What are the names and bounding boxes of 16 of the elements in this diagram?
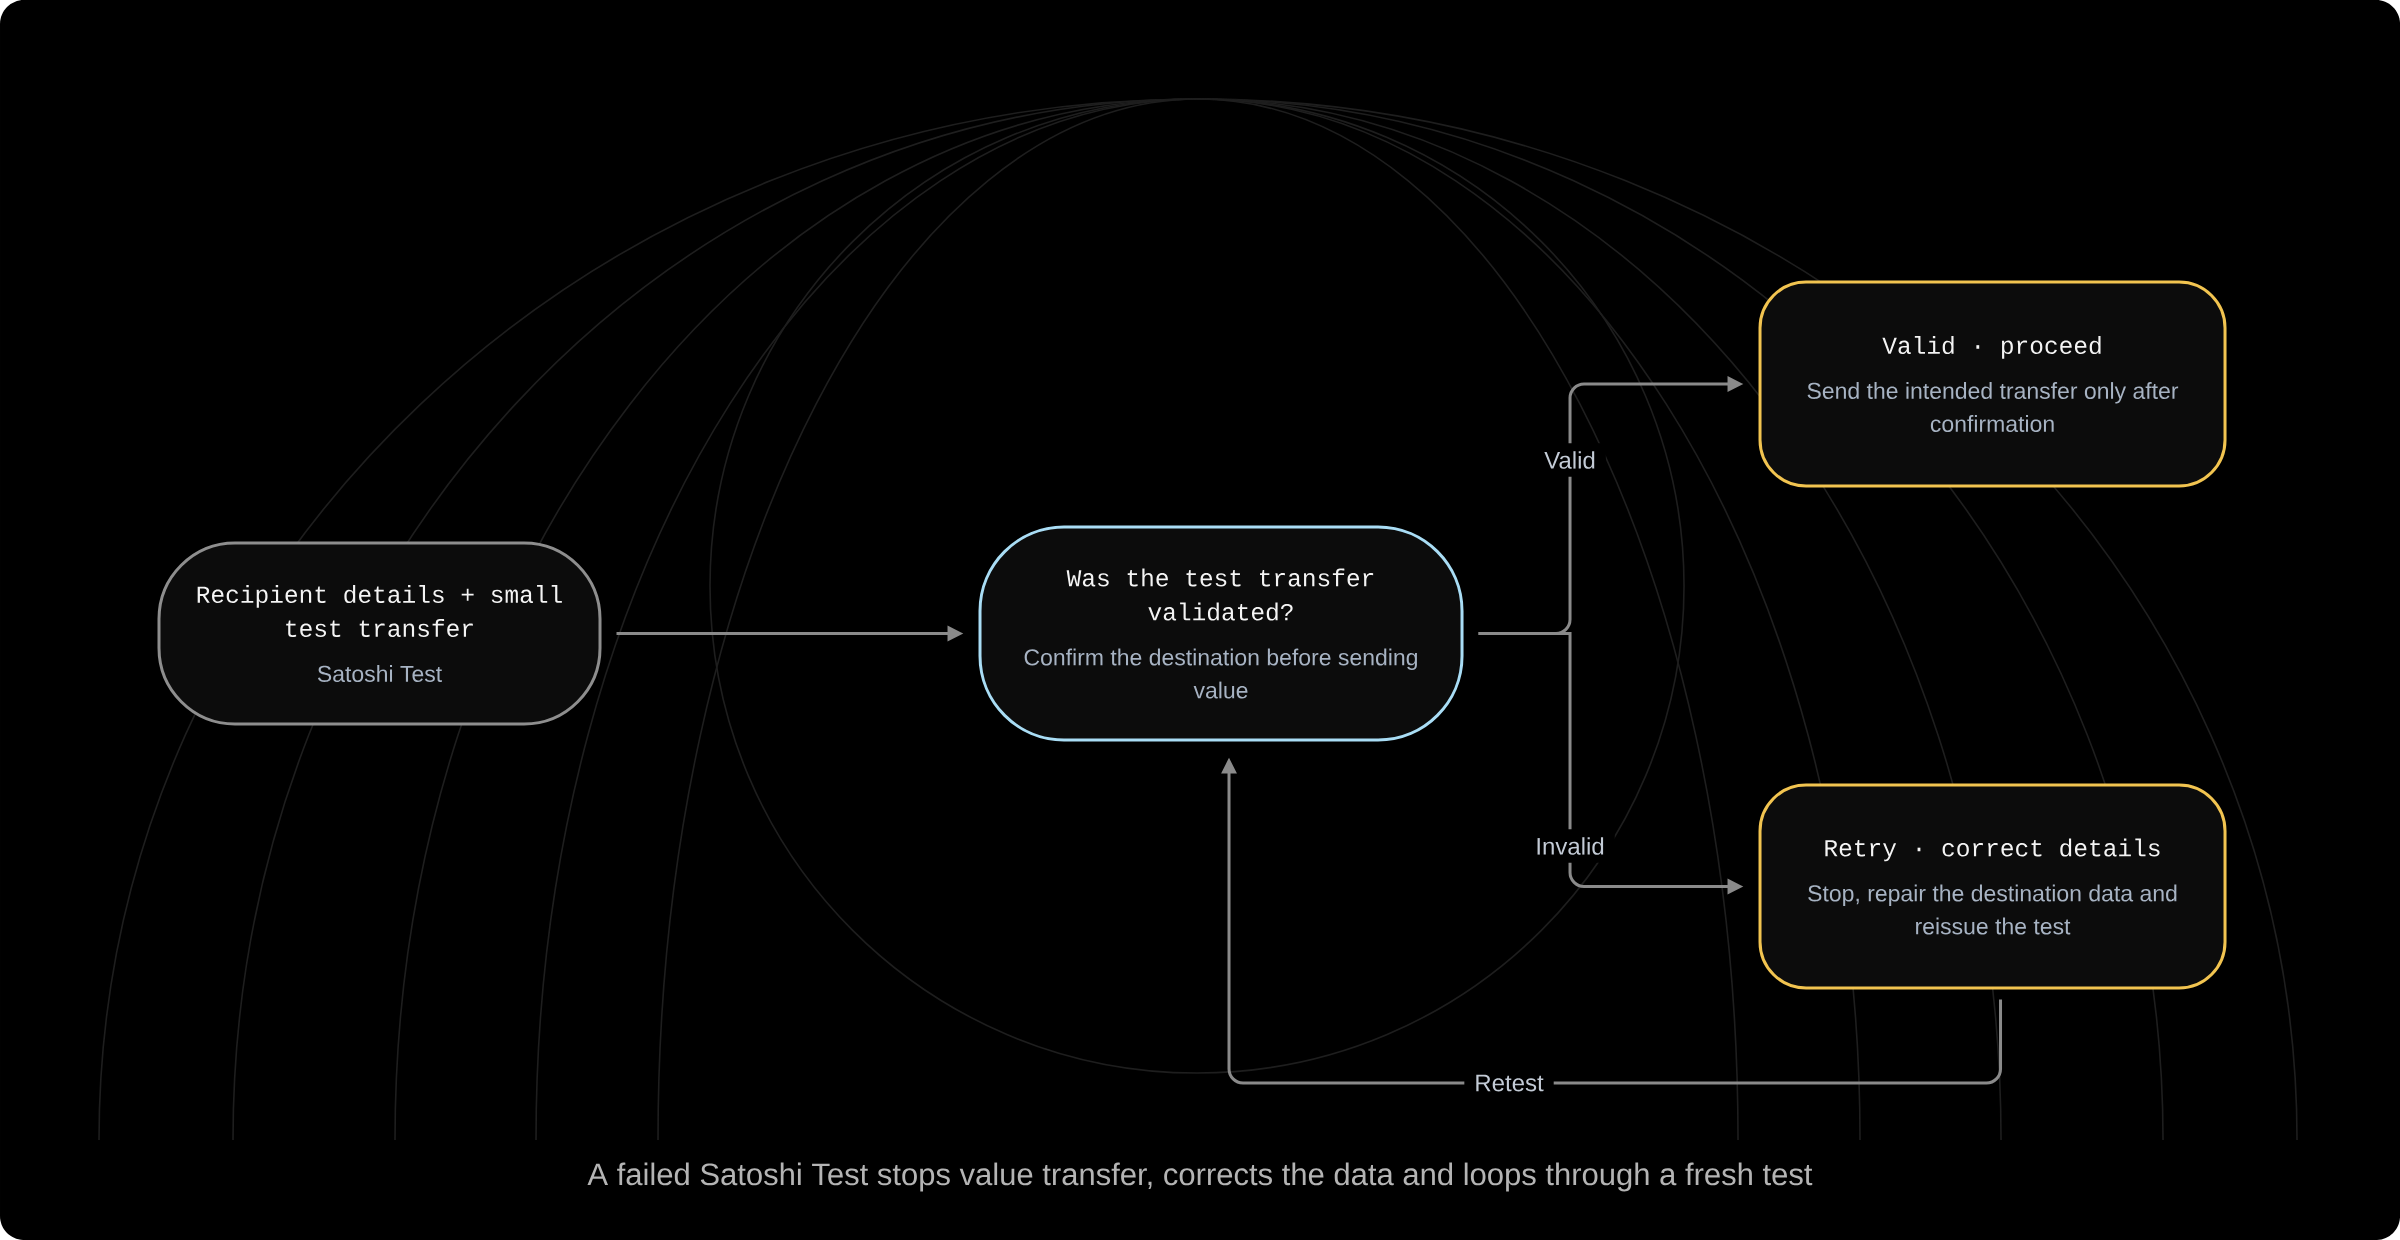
edge-label: Invalid [1525, 829, 1615, 863]
box-description: Confirm the destination before sending value [1024, 648, 1417, 699]
box-description: Stop, repair the destination data and reissue the test [1808, 884, 2177, 935]
box-description: Satoshi Test [317, 665, 442, 682]
box-title: Valid · proceed [1882, 336, 2101, 359]
pill-box [978, 525, 1464, 742]
box-title: Retry · correct details [1825, 838, 2160, 862]
caption: A failed Satoshi Test stops value transfer, corrects the data and loops through a fresh test [587, 1162, 1813, 1192]
box-title: Recipient details + small test transfer [197, 585, 562, 637]
box-description: Send the intended transfer only after confirmation [1807, 382, 2179, 432]
box-title: Was the test transfer validated? [1066, 568, 1374, 621]
rounded-box [1758, 280, 2227, 488]
edge-label: Retest [1464, 1066, 1554, 1100]
rounded-box [1758, 783, 2227, 990]
pill-box [157, 541, 602, 726]
edge-label: Valid [1534, 443, 1606, 477]
